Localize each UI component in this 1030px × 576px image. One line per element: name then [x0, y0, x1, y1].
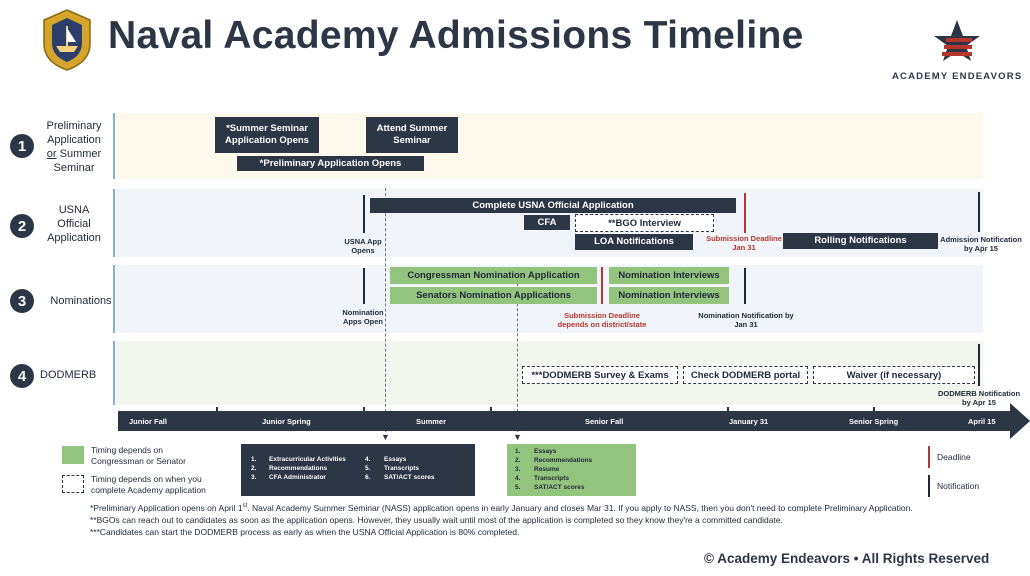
- row2-label: USNA Official Application: [47, 204, 101, 244]
- usna-app-opens-note: USNA App Opens: [344, 237, 382, 255]
- senators-nomination-bar: Senators Nomination Applications: [390, 287, 597, 304]
- nomination-apps-open-marker: [363, 268, 365, 304]
- row2-number: 2: [10, 214, 34, 238]
- dodmerb-notification-note: DODMERB Notification by Apr 15: [937, 389, 1021, 407]
- legend-green-swatch: [62, 446, 84, 464]
- summer-pointer-icon: ▼: [381, 432, 390, 442]
- attend-summer-seminar-bar: Attend Summer Seminar: [366, 117, 458, 153]
- rolling-notifications-bar: Rolling Notifications: [783, 233, 938, 249]
- axis-label-summer: Summer: [416, 416, 447, 426]
- academy-endeavors-logo-icon: [934, 20, 980, 61]
- legend-notification-text: Notification: [937, 481, 980, 491]
- axis-tick: [873, 407, 875, 413]
- row4-label: DODMERB: [40, 369, 97, 381]
- nomination-notification-note: Nomination Notification by Jan 31: [698, 311, 794, 329]
- dodmerb-survey-bar: ***DODMERB Survey & Exams: [522, 366, 678, 384]
- legend-green-text: Timing depends on Congressman or Senator: [91, 445, 186, 466]
- submission-deadline-marker: [744, 193, 746, 233]
- legend-notification-swatch: [928, 475, 930, 497]
- row1-number: 1: [10, 134, 34, 158]
- page-title: Naval Academy Admissions Timeline: [108, 14, 804, 57]
- nomination-interviews-bar-2: Nomination Interviews: [609, 287, 729, 304]
- summer-seminar-app-bar: *Summer Seminar Application Opens: [215, 117, 319, 153]
- axis-tick: [216, 407, 218, 413]
- usna-app-opens-marker: [363, 195, 365, 233]
- submission-deadline-note: Submission Deadline Jan 31: [706, 234, 782, 252]
- legend-dashed-swatch: [62, 475, 84, 493]
- legend-deadline-swatch: [928, 446, 930, 468]
- congressman-nomination-bar: Congressman Nomination Application: [390, 267, 597, 284]
- footnote-3: ***Candidates can start the DODMERB proc…: [90, 527, 520, 537]
- footnote-2: **BGOs can reach out to candidates as so…: [90, 515, 783, 525]
- axis-label-junior-spring: Junior Spring: [262, 416, 311, 426]
- cfa-bar: CFA: [524, 215, 570, 230]
- application-components-list: 1.Extracurricular Activities 2.Recommend…: [241, 444, 475, 496]
- dodmerb-waiver-bar: Waiver (if necessary): [813, 366, 975, 384]
- nomination-apps-open-note: Nomination Apps Open: [342, 308, 384, 326]
- nomination-components-list: 1.Essays 2.Recommendations 3.Resume 4.Tr…: [507, 444, 636, 496]
- copyright-text: © Academy Endeavors • All Rights Reserve…: [704, 551, 990, 566]
- axis-label-january-31: January 31: [729, 416, 769, 426]
- nomination-deadline-marker: [601, 267, 603, 304]
- nomination-interviews-bar-1: Nomination Interviews: [609, 267, 729, 284]
- dodmerb-portal-bar: Check DODMERB portal: [683, 366, 808, 384]
- axis-label-april-15: April 15: [968, 416, 996, 426]
- timeline-arrow-icon: [1010, 403, 1030, 439]
- row1-label: Preliminary Application or Summer Semina…: [46, 120, 102, 174]
- guide-line-senior-fall: [517, 268, 518, 432]
- row3-label: Nominations: [50, 295, 112, 307]
- bgo-interview-bar: **BGO Interview: [575, 214, 714, 232]
- row3-number: 3: [10, 289, 34, 313]
- axis-tick: [363, 407, 365, 413]
- legend-deadline-text: Deadline: [937, 452, 971, 462]
- legend-dashed-text: Timing depends on when you complete Acad…: [91, 474, 206, 495]
- senior-fall-pointer-icon: ▼: [513, 432, 522, 442]
- loa-notifications-bar: LOA Notifications: [575, 234, 693, 250]
- preliminary-app-bar: *Preliminary Application Opens: [237, 156, 424, 171]
- brand-name: ACADEMY ENDEAVORS: [892, 71, 1023, 82]
- dodmerb-notification-marker: [978, 344, 980, 386]
- timeline-axis: [118, 411, 1012, 431]
- axis-tick: [727, 407, 729, 413]
- axis-label-junior-fall: Junior Fall: [129, 416, 167, 426]
- axis-tick: [490, 407, 492, 413]
- nomination-notification-marker: [744, 268, 746, 304]
- admission-notification-note: Admission Notification by Apr 15: [940, 235, 1022, 253]
- complete-application-bar: Complete USNA Official Application: [370, 198, 736, 213]
- footnote-1: *Preliminary Application opens on April …: [90, 503, 913, 513]
- axis-label-senior-spring: Senior Spring: [849, 416, 899, 426]
- admission-notification-marker: [978, 192, 980, 232]
- guide-line-summer: [385, 188, 386, 432]
- row4-number: 4: [10, 364, 34, 388]
- nomination-deadline-note: Submission Deadline depends on district/…: [557, 311, 647, 329]
- naval-academy-crest-icon: [43, 9, 91, 71]
- axis-label-senior-fall: Senior Fall: [585, 416, 624, 426]
